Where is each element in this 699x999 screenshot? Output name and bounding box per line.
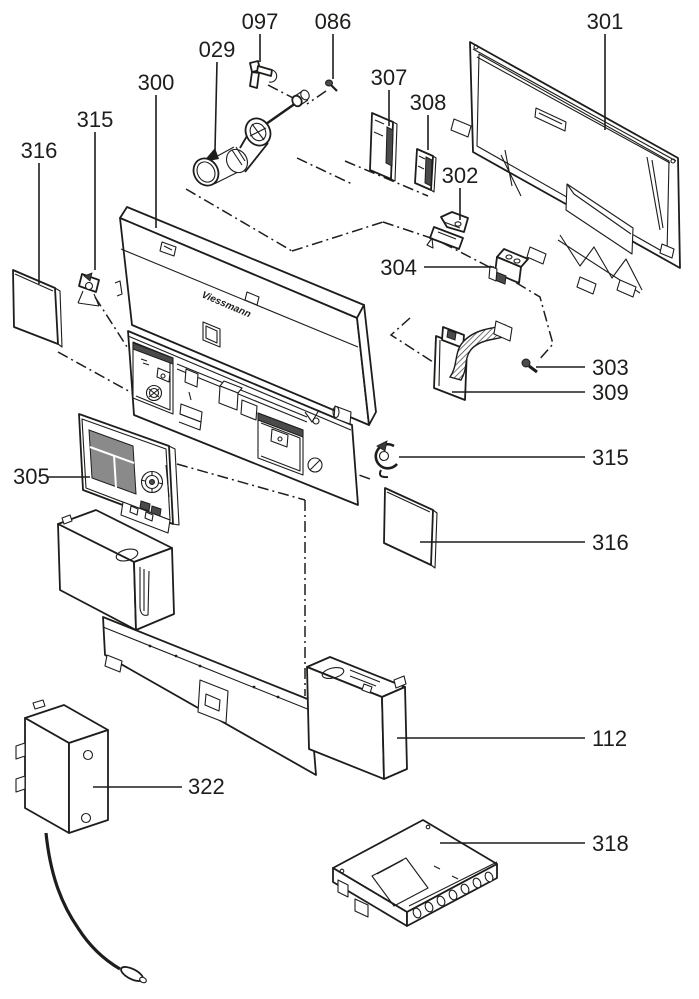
label-316-left: 316 xyxy=(21,138,58,284)
svg-text:315: 315 xyxy=(592,445,629,470)
part-086-screw xyxy=(325,79,338,92)
label-029: 029 xyxy=(199,37,236,151)
label-097: 097 xyxy=(242,9,279,62)
svg-text:316: 316 xyxy=(21,138,58,163)
svg-text:322: 322 xyxy=(188,774,225,799)
svg-text:309: 309 xyxy=(592,380,629,405)
part-labels: 097 086 029 300 307 308 301 302 xyxy=(13,9,629,856)
part-304-connector xyxy=(488,248,529,285)
label-322: 322 xyxy=(93,774,225,799)
label-300: 300 xyxy=(138,70,175,228)
label-112: 112 xyxy=(397,726,627,751)
part-316-plate-right xyxy=(383,487,438,569)
part-300-housing: Viessmann xyxy=(114,206,377,426)
label-301: 301 xyxy=(587,9,624,130)
sensor-cable xyxy=(44,832,121,971)
bottom-rail xyxy=(102,616,317,776)
svg-text:303: 303 xyxy=(592,355,629,380)
label-316-right: 316 xyxy=(420,530,629,555)
part-308-pcb xyxy=(414,148,437,193)
part-302-clip xyxy=(426,211,469,250)
part-112-box xyxy=(306,656,408,780)
part-315-clip-left xyxy=(77,272,100,307)
svg-text:086: 086 xyxy=(315,9,352,34)
control-carrier-strip xyxy=(127,330,359,506)
display-screen xyxy=(88,429,137,495)
display-bracket xyxy=(57,501,175,631)
svg-text:318: 318 xyxy=(592,831,629,856)
part-322-sensor xyxy=(15,699,147,984)
label-309: 309 xyxy=(452,380,629,405)
label-086: 086 xyxy=(315,9,352,79)
svg-text:315: 315 xyxy=(77,107,114,132)
part-097-clip xyxy=(249,60,278,89)
label-318: 318 xyxy=(440,831,629,856)
svg-text:300: 300 xyxy=(138,70,175,95)
label-302: 302 xyxy=(442,163,479,220)
svg-text:302: 302 xyxy=(442,163,479,188)
svg-text:316: 316 xyxy=(592,530,629,555)
part-307-pcb xyxy=(369,112,398,182)
svg-text:097: 097 xyxy=(242,9,279,34)
label-307: 307 xyxy=(371,65,408,126)
svg-text:029: 029 xyxy=(199,37,236,62)
svg-text:301: 301 xyxy=(587,9,624,34)
part-315-clip-right xyxy=(374,440,398,479)
label-308: 308 xyxy=(410,90,447,150)
svg-text:112: 112 xyxy=(592,726,627,751)
label-315-left: 315 xyxy=(77,107,114,270)
part-309-ribbon-cable xyxy=(433,320,513,401)
svg-text:304: 304 xyxy=(380,255,417,280)
part-305-control-unit xyxy=(78,413,180,526)
label-305: 305 xyxy=(13,464,90,489)
label-304: 304 xyxy=(380,255,494,280)
svg-text:305: 305 xyxy=(13,464,50,489)
label-315-right: 315 xyxy=(399,445,629,470)
part-029-sensor-well xyxy=(192,89,310,187)
svg-text:307: 307 xyxy=(371,65,408,90)
part-303-screw xyxy=(521,358,538,374)
part-316-plate-left xyxy=(12,269,63,348)
label-303: 303 xyxy=(536,355,629,380)
svg-text:308: 308 xyxy=(410,90,447,115)
